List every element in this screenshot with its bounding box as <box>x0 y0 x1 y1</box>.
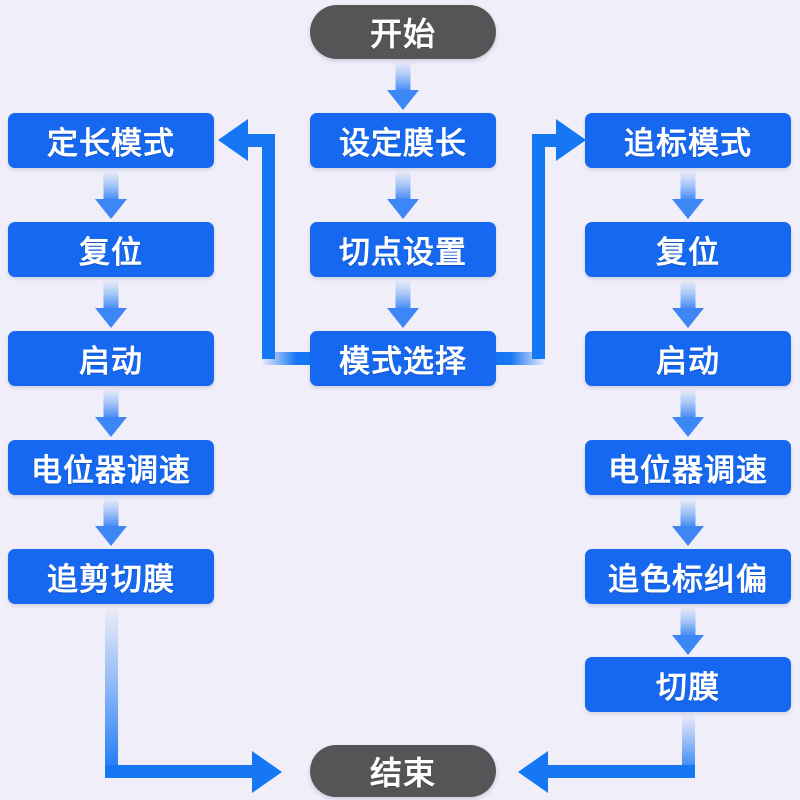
arrow-set-film-length-to-cut-point <box>386 171 420 219</box>
node-left-potentiometer[interactable]: 电位器调速 <box>8 440 214 495</box>
arrowhead-into-end-from-left <box>252 751 282 793</box>
connector-cut-film-to-end-vertical <box>682 714 695 778</box>
arrow-shaft <box>395 171 411 201</box>
connector-mode-to-fixed-horizontal-top <box>248 134 275 147</box>
arrowhead-into-end-from-right <box>518 751 548 793</box>
node-set-film-length[interactable]: 设定膜长 <box>310 113 496 168</box>
arrow-color-mark-to-cut-film <box>671 607 705 655</box>
node-left-reset-label: 复位 <box>79 235 143 271</box>
connector-chase-cut-to-end-vertical <box>105 606 118 778</box>
node-chase-cut-film[interactable]: 追剪切膜 <box>8 549 214 604</box>
node-end[interactable]: 结束 <box>310 745 496 797</box>
node-cut-point-setting[interactable]: 切点设置 <box>310 222 496 277</box>
arrow-right-potentiometer-to-color-mark <box>671 498 705 546</box>
node-right-reset-label: 复位 <box>656 235 720 271</box>
node-cut-film-label: 切膜 <box>656 670 720 706</box>
connector-chase-cut-to-end-horizontal <box>105 765 258 778</box>
arrow-head <box>387 90 419 110</box>
arrowhead-into-fixed-length-mode <box>218 119 248 161</box>
arrow-head <box>95 417 127 437</box>
arrow-head <box>672 526 704 546</box>
arrow-right-start-to-right-potentiometer <box>671 389 705 437</box>
arrow-shaft <box>103 280 119 310</box>
arrow-start-to-set-film-length <box>386 62 420 110</box>
node-mark-tracking-mode-label: 追标模式 <box>624 126 752 162</box>
node-cut-film[interactable]: 切膜 <box>585 657 791 712</box>
node-color-mark-correction-label: 追色标纠偏 <box>608 562 768 598</box>
arrow-fixed-length-to-left-reset <box>94 171 128 219</box>
node-left-potentiometer-label: 电位器调速 <box>31 453 191 489</box>
arrow-head <box>95 526 127 546</box>
arrow-shaft <box>680 171 696 201</box>
node-chase-cut-film-label: 追剪切膜 <box>47 562 175 598</box>
node-mark-tracking-mode[interactable]: 追标模式 <box>585 113 791 168</box>
arrow-mark-tracking-to-right-reset <box>671 171 705 219</box>
arrow-head <box>672 417 704 437</box>
arrow-head <box>95 199 127 219</box>
node-right-potentiometer-label: 电位器调速 <box>608 453 768 489</box>
arrow-left-reset-to-left-start <box>94 280 128 328</box>
arrow-head <box>95 308 127 328</box>
node-cut-point-setting-label: 切点设置 <box>339 235 467 271</box>
arrow-shaft <box>395 280 411 310</box>
arrow-head <box>672 635 704 655</box>
node-right-start-label: 启动 <box>656 344 720 380</box>
node-left-start[interactable]: 启动 <box>8 331 214 386</box>
node-set-film-length-label: 设定膜长 <box>339 126 467 162</box>
arrow-shaft <box>680 498 696 528</box>
arrow-shaft <box>103 389 119 419</box>
node-fixed-length-mode[interactable]: 定长模式 <box>8 113 214 168</box>
arrow-head <box>387 308 419 328</box>
node-left-start-label: 启动 <box>79 344 143 380</box>
arrow-cut-point-to-mode-selection <box>386 280 420 328</box>
arrow-left-potentiometer-to-chase-cut <box>94 498 128 546</box>
connector-cut-film-to-end-horizontal <box>548 765 695 778</box>
arrow-shaft <box>103 171 119 201</box>
connector-mode-to-mark-horizontal-bottom <box>492 352 545 365</box>
arrow-shaft <box>680 607 696 637</box>
arrow-head <box>672 199 704 219</box>
node-mode-selection[interactable]: 模式选择 <box>310 331 496 386</box>
connector-mode-to-mark-vertical <box>532 134 545 359</box>
connector-mode-to-mark-horizontal-top <box>532 134 559 147</box>
arrow-head <box>387 199 419 219</box>
node-start[interactable]: 开始 <box>310 5 496 59</box>
node-right-start[interactable]: 启动 <box>585 331 791 386</box>
arrow-shaft <box>395 62 411 92</box>
node-fixed-length-mode-label: 定长模式 <box>47 126 175 162</box>
arrowhead-into-mark-tracking-mode <box>556 119 586 161</box>
node-color-mark-correction[interactable]: 追色标纠偏 <box>585 549 791 604</box>
arrow-head <box>672 308 704 328</box>
arrow-shaft <box>103 498 119 528</box>
node-right-reset[interactable]: 复位 <box>585 222 791 277</box>
node-right-potentiometer[interactable]: 电位器调速 <box>585 440 791 495</box>
arrow-right-reset-to-right-start <box>671 280 705 328</box>
node-start-label: 开始 <box>369 15 436 53</box>
arrow-shaft <box>680 389 696 419</box>
arrow-left-start-to-left-potentiometer <box>94 389 128 437</box>
node-mode-selection-label: 模式选择 <box>339 344 467 380</box>
arrow-shaft <box>680 280 696 310</box>
node-left-reset[interactable]: 复位 <box>8 222 214 277</box>
node-end-label: 结束 <box>369 754 436 792</box>
connector-mode-to-fixed-horizontal-bottom <box>262 352 314 365</box>
connector-mode-to-fixed-vertical <box>262 134 275 359</box>
